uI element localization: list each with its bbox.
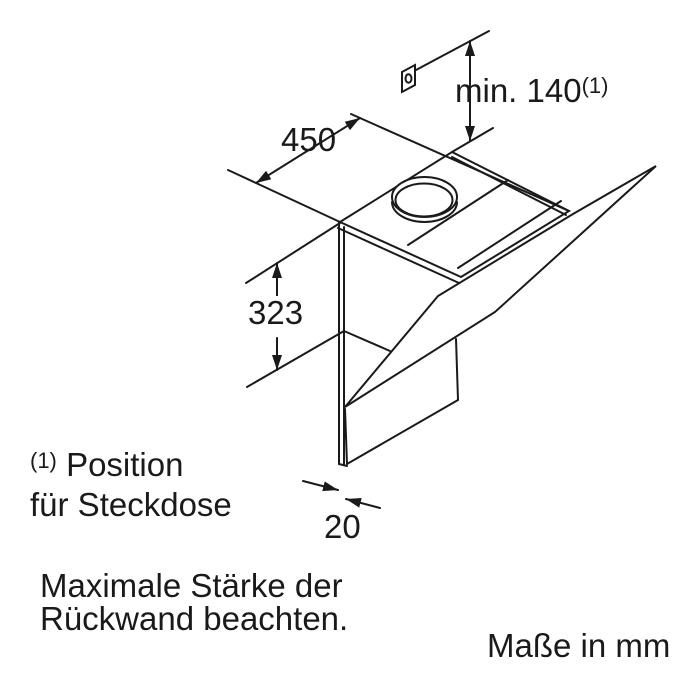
note-line1: Maximale Stärke der [40, 567, 343, 604]
note-back-panel: Maximale Stärke der Rückwand beachten. [40, 569, 348, 635]
chimney-top [337, 150, 572, 284]
dimension-lines [255, 40, 475, 509]
duct-connector [391, 176, 458, 223]
note-line2: Rückwand beachten. [40, 600, 349, 637]
dim-back-thickness-label: 20 [324, 508, 361, 545]
footnote-socket-position: (1) Position für Steckdose [30, 447, 232, 523]
dim-chimney-height-label: 323 [246, 294, 306, 331]
footnote-line1: Position [66, 446, 184, 483]
units-note: Maße in mm [487, 627, 671, 664]
socket-icon [401, 30, 490, 94]
dim-min-clearance-sup: (1) [581, 73, 609, 98]
screen-panel [344, 165, 657, 408]
dim-top-depth-label: 450 [281, 121, 337, 158]
dim-min-clearance-label: min. 140(1) [455, 72, 609, 109]
extension-lines [227, 169, 345, 388]
footnote-line2: für Steckdose [30, 486, 232, 523]
footnote-sup: (1) [30, 448, 57, 473]
back-panel [338, 221, 348, 467]
hood-lower-body [343, 330, 459, 465]
